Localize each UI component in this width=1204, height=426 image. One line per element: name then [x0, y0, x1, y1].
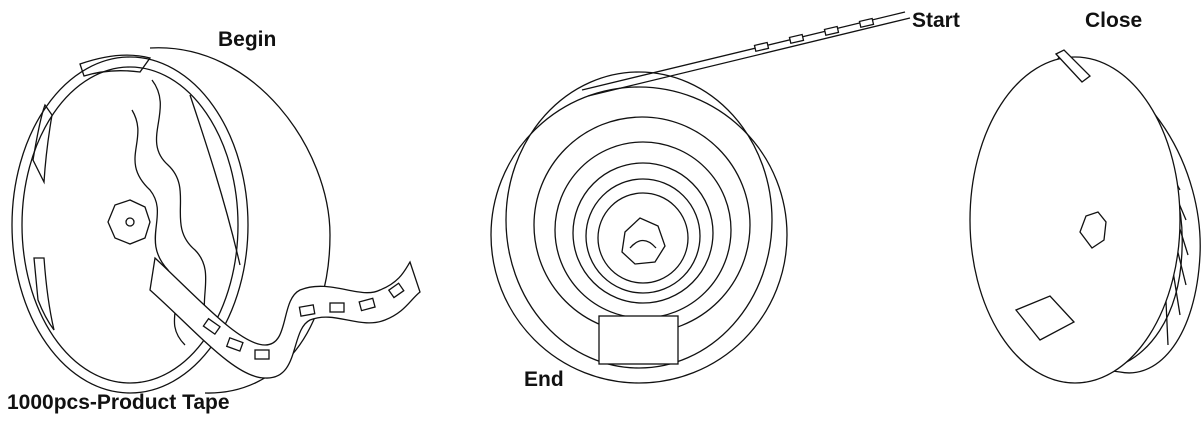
product-tape-caption: 1000pcs-Product Tape: [7, 392, 230, 413]
begin-label: Begin: [218, 29, 276, 50]
reel-unwinding-illustration: [12, 48, 420, 393]
reel-closed-illustration: [970, 50, 1200, 383]
close-label: Close: [1085, 10, 1142, 31]
start-label: Start: [912, 10, 960, 31]
reel-front-spiral-illustration: [491, 12, 910, 383]
end-label: End: [524, 369, 564, 390]
